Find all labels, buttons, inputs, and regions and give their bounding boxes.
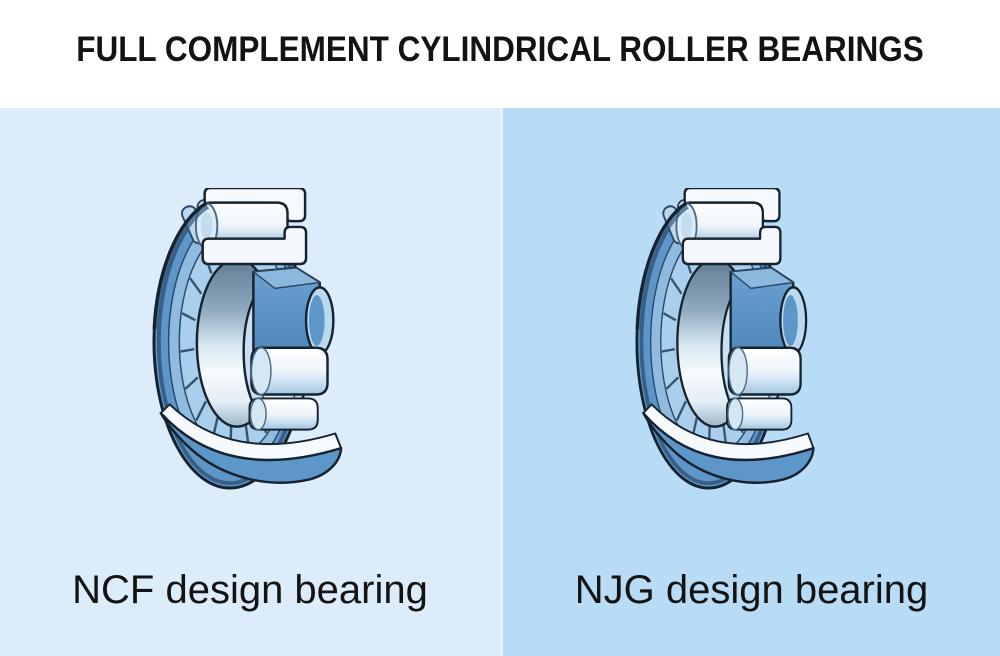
- ncf-bearing-illustration: [152, 188, 347, 490]
- header: FULL COMPLEMENT CYLINDRICAL ROLLER BEARI…: [0, 0, 1000, 108]
- panel-njg: NJG design bearing: [500, 108, 1000, 656]
- panel-ncf: NCF design bearing: [0, 108, 500, 656]
- page-title: FULL COMPLEMENT CYLINDRICAL ROLLER BEARI…: [76, 30, 924, 69]
- njg-bearing-illustration: [635, 188, 819, 490]
- ncf-caption: NCF design bearing: [72, 568, 428, 612]
- njg-caption: NJG design bearing: [574, 568, 929, 612]
- ncf-bearing-svg: [152, 188, 347, 490]
- njg-bearing-svg: [635, 188, 819, 490]
